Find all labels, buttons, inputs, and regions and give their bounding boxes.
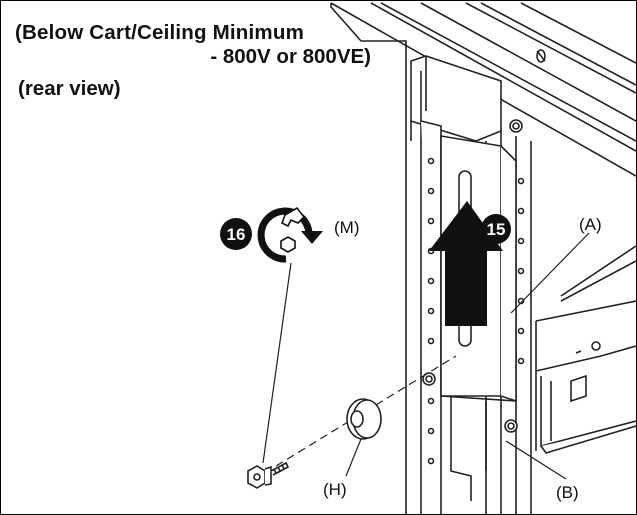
step-16-badge: 16 — [220, 218, 252, 250]
callout-a: (A) — [579, 215, 602, 234]
leader-line-b — [505, 440, 567, 480]
step-16-number: 16 — [227, 225, 246, 244]
view-label: (rear view) — [18, 77, 121, 100]
callout-m: (M) — [334, 218, 359, 237]
leader-line-a — [510, 232, 590, 314]
leader-line-bolt — [262, 262, 292, 464]
callout-h: (H) — [323, 480, 347, 499]
clockwise-rotate-wrench-icon — [257, 206, 323, 263]
step-15-number: 15 — [487, 220, 506, 239]
cart-box — [535, 245, 636, 454]
title-block: (Below Cart/Ceiling Minimum - 800V or 80… — [15, 21, 375, 69]
title-line-2: - 800V or 800VE) — [210, 45, 371, 68]
ceiling-frame — [330, 2, 636, 177]
washer-h — [346, 398, 382, 440]
leader-line-h — [345, 438, 362, 477]
callout-b: (B) — [556, 483, 579, 502]
bolt — [247, 461, 290, 489]
step-15-badge: 15 — [481, 214, 511, 244]
title-line-1: (Below Cart/Ceiling Minimum — [15, 21, 304, 44]
